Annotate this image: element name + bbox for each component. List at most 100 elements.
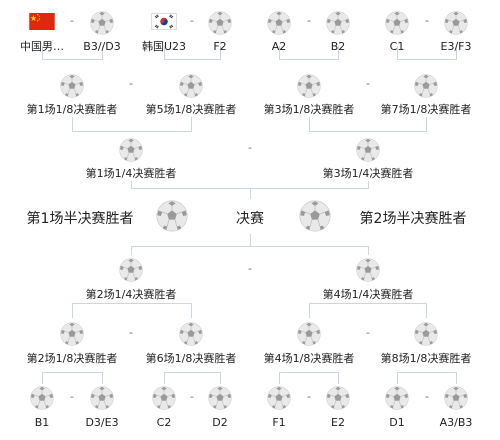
connector: [309, 303, 310, 318]
winner-label[interactable]: 第4场1/4决赛胜者: [322, 288, 414, 301]
soccer-ball-icon[interactable]: [60, 322, 84, 346]
final-left-label[interactable]: 第1场半决赛胜者: [26, 211, 134, 227]
connector: [250, 234, 251, 246]
winner-label[interactable]: 第3场1/4决赛胜者: [322, 167, 414, 180]
connector: [279, 46, 280, 60]
winner-label[interactable]: 第1场1/8决赛胜者: [26, 103, 118, 116]
team-label[interactable]: B3//D3: [83, 40, 121, 53]
connector: [131, 246, 369, 247]
soccer-ball-icon[interactable]: [267, 11, 291, 35]
soccer-ball-icon[interactable]: [119, 138, 143, 162]
soccer-ball-icon[interactable]: [90, 386, 114, 410]
soccer-ball-icon[interactable]: [326, 11, 350, 35]
soccer-ball-icon[interactable]: [414, 74, 438, 98]
connector: [42, 372, 43, 384]
connector: [131, 246, 132, 255]
soccer-ball-icon[interactable]: [356, 138, 380, 162]
winner-label[interactable]: 第2场1/8决赛胜者: [26, 352, 118, 365]
connector: [456, 372, 457, 384]
soccer-ball-icon[interactable]: [156, 200, 188, 232]
soccer-ball-icon[interactable]: [297, 74, 321, 98]
team-label[interactable]: D3/E3: [85, 416, 119, 429]
soccer-ball-icon[interactable]: [385, 386, 409, 410]
team-label[interactable]: B2: [330, 40, 346, 53]
team-label[interactable]: F2: [213, 40, 227, 53]
soccer-ball-icon[interactable]: [152, 386, 176, 410]
soccer-ball-icon[interactable]: [444, 386, 468, 410]
china-flag-icon: [29, 13, 55, 30]
connector: [102, 46, 103, 60]
soccer-ball-icon[interactable]: [60, 74, 84, 98]
connector: [456, 46, 457, 60]
connector: [220, 372, 221, 384]
team-label[interactable]: 中国男…: [20, 40, 64, 53]
match-dash: -: [70, 14, 74, 27]
connector: [102, 372, 103, 384]
team-label[interactable]: C2: [156, 416, 172, 429]
final-right-label[interactable]: 第2场半决赛胜者: [359, 211, 467, 227]
match-dash: -: [190, 14, 194, 27]
connector: [72, 303, 192, 304]
team-label[interactable]: 韩国U23: [141, 40, 187, 53]
connector: [42, 59, 103, 60]
connector: [309, 131, 427, 132]
soccer-ball-icon[interactable]: [208, 386, 232, 410]
winner-label[interactable]: 第8场1/8决赛胜者: [380, 352, 472, 365]
soccer-ball-icon[interactable]: [90, 11, 114, 35]
soccer-ball-icon[interactable]: [444, 11, 468, 35]
connector: [279, 372, 280, 384]
team-label[interactable]: F1: [272, 416, 286, 429]
connector: [164, 59, 221, 60]
soccer-ball-icon[interactable]: [299, 200, 331, 232]
winner-label[interactable]: 第4场1/8决赛胜者: [263, 352, 355, 365]
team-label[interactable]: C1: [389, 40, 405, 53]
soccer-ball-icon[interactable]: [385, 11, 409, 35]
soccer-ball-icon[interactable]: [208, 11, 232, 35]
team-label[interactable]: E2: [331, 416, 345, 429]
connector: [42, 372, 103, 373]
connector: [72, 131, 192, 132]
soccer-ball-icon[interactable]: [414, 322, 438, 346]
match-dash: -: [425, 14, 429, 27]
team-label[interactable]: D2: [212, 416, 228, 429]
connector: [164, 372, 221, 373]
winner-label[interactable]: 第1场1/4决赛胜者: [85, 167, 177, 180]
winner-label[interactable]: 第5场1/8决赛胜者: [145, 103, 237, 116]
match-dash: -: [70, 390, 74, 403]
team-label[interactable]: B1: [34, 416, 50, 429]
connector: [191, 117, 192, 132]
soccer-ball-icon[interactable]: [119, 258, 143, 282]
soccer-ball-icon[interactable]: [356, 258, 380, 282]
connector: [72, 303, 73, 318]
final-title: 决赛: [236, 211, 264, 227]
match-dash: -: [425, 390, 429, 403]
soccer-ball-icon[interactable]: [179, 322, 203, 346]
connector: [309, 117, 310, 132]
winner-label[interactable]: 第3场1/8决赛胜者: [263, 103, 355, 116]
team-label[interactable]: D1: [389, 416, 405, 429]
winner-label[interactable]: 第7场1/8决赛胜者: [380, 103, 472, 116]
connector: [279, 372, 339, 373]
soccer-ball-icon[interactable]: [326, 386, 350, 410]
connector: [42, 46, 43, 60]
soccer-ball-icon[interactable]: [267, 386, 291, 410]
connector: [426, 117, 427, 132]
winner-label[interactable]: 第6场1/8决赛胜者: [145, 352, 237, 365]
connector: [397, 46, 398, 60]
winner-label[interactable]: 第2场1/4决赛胜者: [85, 288, 177, 301]
team-label[interactable]: A2: [271, 40, 287, 53]
soccer-ball-icon[interactable]: [179, 74, 203, 98]
match-dash: -: [307, 390, 311, 403]
match-dash: -: [248, 141, 252, 154]
match-dash: -: [248, 262, 252, 275]
soccer-ball-icon[interactable]: [30, 386, 54, 410]
team-label[interactable]: A3/B3: [439, 416, 473, 429]
connector: [368, 246, 369, 255]
team-label[interactable]: E3/F3: [440, 40, 472, 53]
match-dash: -: [129, 77, 133, 90]
connector: [72, 117, 73, 132]
match-dash: -: [366, 77, 370, 90]
connector: [397, 372, 457, 373]
connector: [397, 372, 398, 384]
soccer-ball-icon[interactable]: [297, 322, 321, 346]
